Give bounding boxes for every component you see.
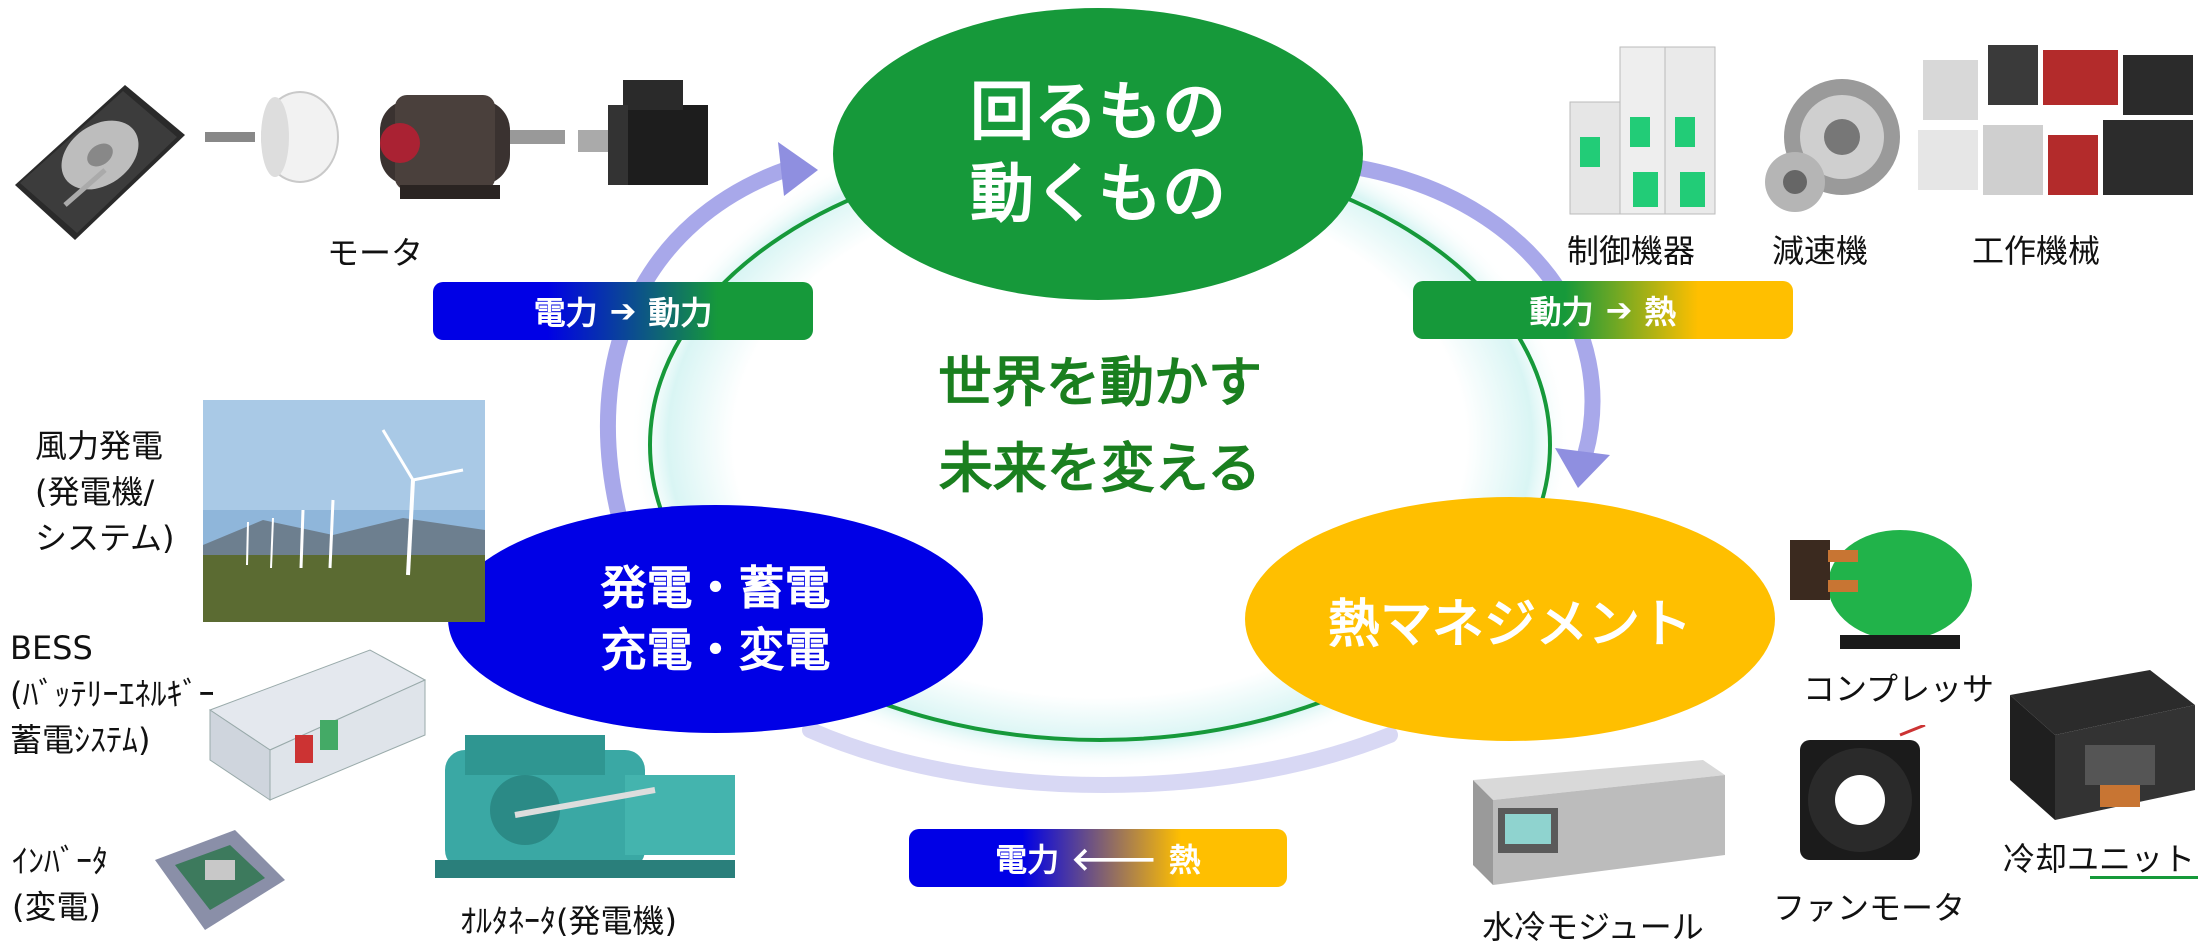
label-cooling-unit-text: 冷却ユニット <box>2003 840 2196 878</box>
hard-disk-drive-image <box>15 85 185 240</box>
node-generation-storage: 発電・蓄電 充電・変電 <box>448 505 983 733</box>
center-line1: 世界を動かす <box>938 351 1262 414</box>
center-slogan: 世界を動かす 未来を変える <box>880 340 1320 512</box>
label-water-cooling-module: 水冷モジュール <box>1482 908 1704 946</box>
right-arrow-icon: ➔ <box>609 292 637 330</box>
flow-heat-to-power: 電力 🡐 熱 <box>909 829 1287 887</box>
node-left-line1: 発電・蓄電 <box>600 561 831 615</box>
label-bess: BESS (ﾊﾞｯﾃﾘｰｴﾈﾙｷﾞｰ 蓄電ｼｽﾃﾑ) <box>10 625 215 763</box>
machine-tools-image <box>1918 45 2193 195</box>
label-wind-line1: 風力発電 <box>35 427 164 465</box>
label-cooling-unit: 冷却ユニット <box>2003 834 2195 880</box>
flow-right-to: 熱 <box>1644 293 1677 331</box>
fan-motor-image <box>1800 725 1926 860</box>
underline-accent <box>2090 876 2198 879</box>
reducer-gear-image <box>1765 79 1900 212</box>
label-motor: モータ <box>327 234 424 272</box>
flow-power-to-motion: 電力 ➔ 動力 <box>433 282 813 340</box>
servo-motor-image <box>578 80 708 185</box>
label-alternator: ｵﾙﾀﾈｰﾀ(発電機) <box>460 902 677 940</box>
node-top-line1: 回るもの <box>970 76 1226 150</box>
flow-bottom-from: 電力 <box>995 841 1060 879</box>
flow-left-from: 電力 <box>533 294 598 332</box>
flow-left-to: 動力 <box>648 294 713 332</box>
node-right-line1: 熱マネジメント <box>1327 594 1692 655</box>
label-inverter-line2: (変電) <box>12 888 101 926</box>
alternator-image <box>435 735 735 878</box>
left-arrow-icon: 🡐 <box>1071 839 1157 878</box>
node-rotating-moving: 回るもの 動くもの <box>833 8 1363 300</box>
flow-motion-to-heat: 動力 ➔ 熱 <box>1413 281 1793 339</box>
label-machine-tools: 工作機械 <box>1972 232 2101 270</box>
node-thermal-management: 熱マネジメント <box>1245 497 1775 741</box>
fan-motor-small-image <box>205 91 339 183</box>
node-left-line2: 充電・変電 <box>600 623 831 677</box>
label-bess-line3: 蓄電ｼｽﾃﾑ) <box>10 721 151 759</box>
label-inverter-line1: ｲﾝﾊﾞｰﾀ <box>12 842 109 880</box>
arrow-head-right <box>1555 448 1610 488</box>
label-wind-line2: (発電機/ <box>35 473 155 511</box>
arrow-head-left <box>778 142 818 196</box>
label-compressor: コンプレッサ <box>1803 670 1995 708</box>
industrial-motor-image <box>380 95 565 199</box>
arrow-arc-bottom <box>802 722 1398 793</box>
arrow-arc-right <box>1352 160 1601 463</box>
label-fan-motor: ファンモータ <box>1773 889 1966 927</box>
cooling-unit-image <box>2010 670 2195 820</box>
label-wind-power: 風力発電 (発電機/ システム) <box>35 423 175 561</box>
bess-container-image <box>208 649 427 801</box>
label-bess-line1: BESS <box>10 629 93 667</box>
label-inverter: ｲﾝﾊﾞｰﾀ (変電) <box>12 838 108 930</box>
control-equipment-image <box>1569 46 1716 215</box>
label-bess-line2: (ﾊﾞｯﾃﾘｰｴﾈﾙｷﾞｰ <box>10 675 215 713</box>
center-line2: 未来を変える <box>938 437 1262 500</box>
water-cooling-module-image <box>1473 760 1725 885</box>
label-control-equipment: 制御機器 <box>1567 232 1696 270</box>
compressor-image <box>1790 530 1972 649</box>
node-top-line2: 動くもの <box>970 158 1226 232</box>
right-arrow-icon: ➔ <box>1605 291 1633 329</box>
label-wind-line3: システム) <box>35 519 175 557</box>
flow-bottom-to: 熱 <box>1168 841 1201 879</box>
flow-right-from: 動力 <box>1529 293 1594 331</box>
label-reducer: 減速機 <box>1772 232 1869 270</box>
inverter-image <box>155 830 285 930</box>
wind-turbine-image <box>203 400 485 622</box>
